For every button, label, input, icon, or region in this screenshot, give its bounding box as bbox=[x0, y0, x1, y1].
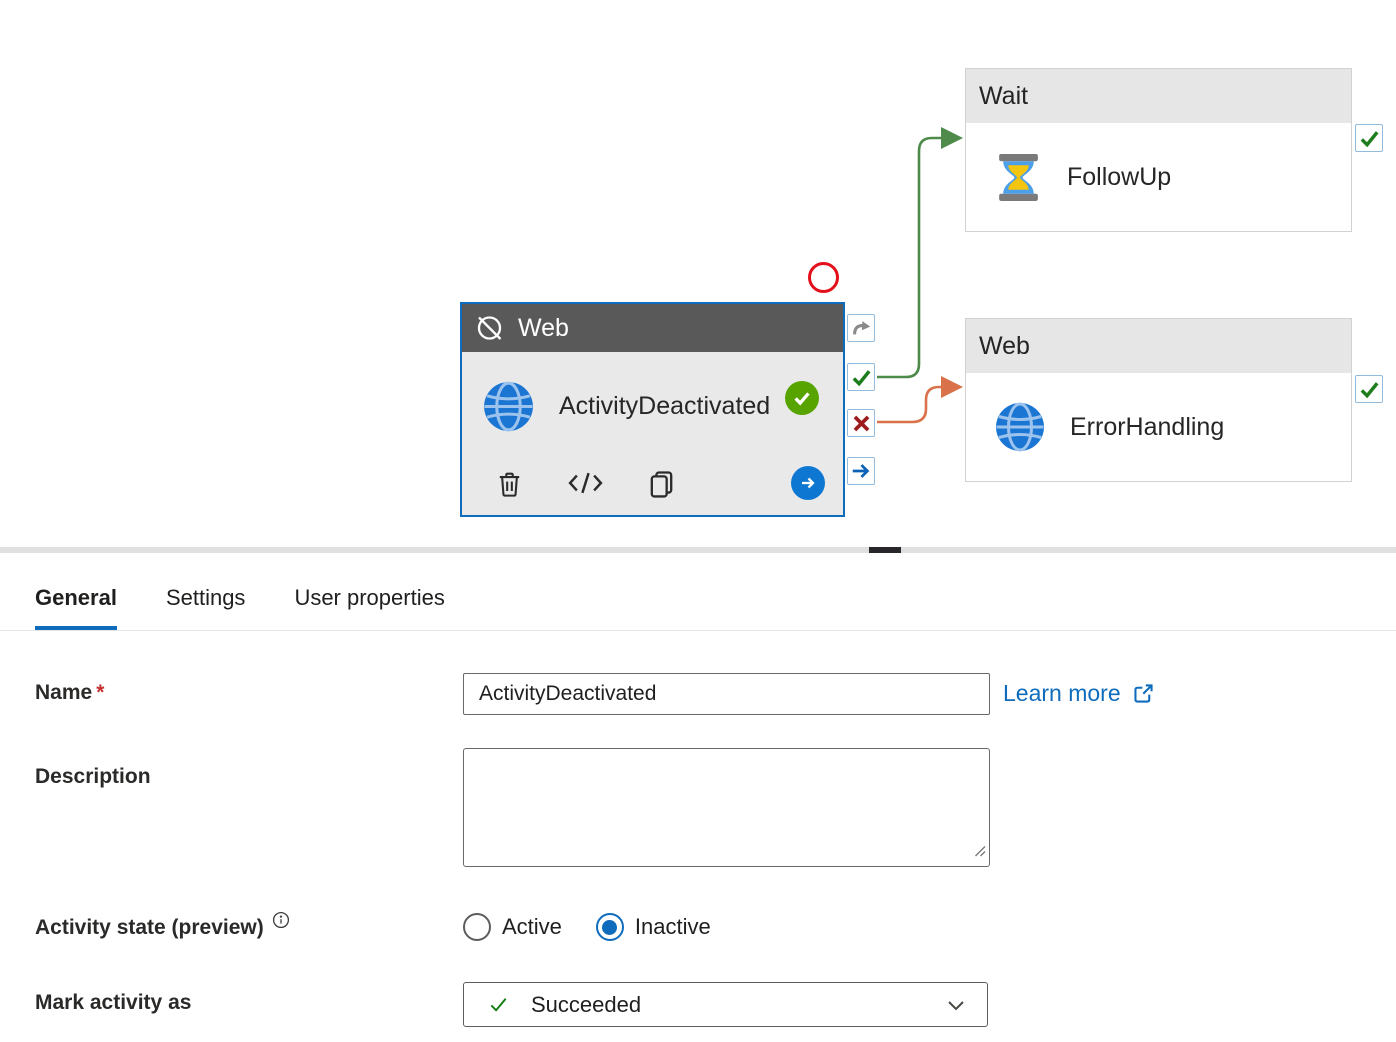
success-check-icon bbox=[850, 366, 873, 389]
activity-name-label: ActivityDeactivated bbox=[559, 392, 771, 420]
wait-port-success[interactable] bbox=[1355, 124, 1383, 152]
activity-state-radio-group: Active Inactive bbox=[463, 913, 711, 941]
delete-icon[interactable] bbox=[494, 468, 525, 499]
clone-icon[interactable] bbox=[646, 468, 677, 499]
chevron-down-icon bbox=[945, 994, 967, 1016]
next-arrow-button[interactable] bbox=[791, 466, 825, 500]
wait-node-body: FollowUp bbox=[966, 123, 1351, 231]
radio-active[interactable]: Active bbox=[463, 913, 562, 941]
port-completion[interactable] bbox=[847, 457, 875, 485]
info-icon[interactable] bbox=[272, 911, 290, 935]
description-field-wrap bbox=[463, 748, 990, 867]
name-row: Name* Learn more bbox=[35, 673, 1396, 715]
name-label: Name* bbox=[35, 681, 105, 704]
web-globe-icon bbox=[480, 378, 537, 435]
general-form: Name* Learn more Description bbox=[0, 673, 1396, 1027]
mark-activity-value: Succeeded bbox=[531, 991, 642, 1017]
code-icon[interactable] bbox=[567, 468, 604, 498]
required-asterisk: * bbox=[96, 681, 105, 704]
description-label: Description bbox=[35, 765, 151, 788]
errorhandling-node-body: ErrorHandling bbox=[966, 373, 1351, 481]
resize-handle[interactable] bbox=[973, 844, 986, 862]
properties-panel: General Settings User properties Name* L… bbox=[0, 553, 1396, 1027]
pipeline-canvas[interactable]: Web ActivityDeactivated bbox=[0, 0, 1396, 547]
success-check-icon bbox=[1358, 378, 1381, 401]
description-textarea[interactable] bbox=[463, 748, 990, 867]
panel-tabs: General Settings User properties bbox=[0, 553, 1396, 631]
radio-inactive[interactable]: Inactive bbox=[595, 913, 711, 941]
activity-node-body: ActivityDeactivated bbox=[462, 352, 843, 461]
errorhandling-node-header: Web bbox=[966, 319, 1351, 373]
port-skipped[interactable] bbox=[847, 314, 875, 342]
hourglass-icon bbox=[992, 151, 1045, 204]
mark-activity-row: Mark activity as Succeeded bbox=[35, 982, 1396, 1027]
annotation-circle bbox=[808, 262, 839, 293]
web-globe-icon bbox=[992, 399, 1048, 455]
errorhandling-name-label: ErrorHandling bbox=[1070, 412, 1225, 441]
succeeded-check-icon bbox=[487, 993, 510, 1016]
external-link-icon bbox=[1132, 682, 1155, 705]
learn-more-label: Learn more bbox=[1003, 680, 1121, 706]
failure-x-icon bbox=[851, 413, 872, 434]
radio-active-label: Active bbox=[502, 914, 562, 939]
learn-more-link[interactable]: Learn more bbox=[1003, 673, 1155, 707]
description-row: Description bbox=[35, 748, 1396, 867]
tab-general[interactable]: General bbox=[35, 581, 117, 630]
tab-user-properties[interactable]: User properties bbox=[294, 585, 445, 610]
errorhandling-port-success[interactable] bbox=[1355, 375, 1383, 403]
activity-node-main[interactable]: Web ActivityDeactivated bbox=[460, 302, 845, 517]
radio-inactive-circle bbox=[595, 913, 624, 941]
wait-node-header: Wait bbox=[966, 69, 1351, 123]
activity-type-label: Web bbox=[518, 313, 569, 342]
connectors-layer bbox=[877, 127, 963, 424]
errorhandling-type-label: Web bbox=[979, 331, 1030, 360]
wait-type-label: Wait bbox=[979, 81, 1029, 110]
port-success[interactable] bbox=[847, 363, 875, 391]
radio-active-circle bbox=[463, 913, 491, 941]
tab-settings[interactable]: Settings bbox=[165, 585, 246, 610]
radio-inactive-label: Inactive bbox=[634, 914, 711, 939]
success-check-icon bbox=[1358, 127, 1381, 150]
activity-state-label: Activity state (preview) bbox=[35, 911, 463, 940]
deactivated-slash-icon bbox=[475, 313, 505, 343]
mark-activity-dropdown[interactable]: Succeeded bbox=[463, 982, 988, 1027]
activity-state-row: Activity state (preview) Active Inacti bbox=[35, 911, 1396, 941]
wait-name-label: FollowUp bbox=[1067, 162, 1172, 191]
panel-splitter bbox=[0, 547, 1396, 553]
succeeded-badge-icon bbox=[785, 380, 820, 415]
activity-node-toolbar bbox=[462, 461, 843, 515]
splitter-drag-handle[interactable] bbox=[869, 547, 901, 553]
activity-node-errorhandling[interactable]: Web ErrorHandling bbox=[965, 318, 1352, 482]
mark-activity-label: Mark activity as bbox=[35, 991, 192, 1014]
port-failure[interactable] bbox=[847, 409, 875, 437]
completion-arrow-icon bbox=[850, 460, 872, 482]
activity-node-header: Web bbox=[462, 304, 843, 352]
skipped-arrow-icon bbox=[850, 317, 872, 339]
name-input[interactable] bbox=[463, 673, 990, 715]
activity-node-wait[interactable]: Wait FollowUp bbox=[965, 68, 1352, 232]
